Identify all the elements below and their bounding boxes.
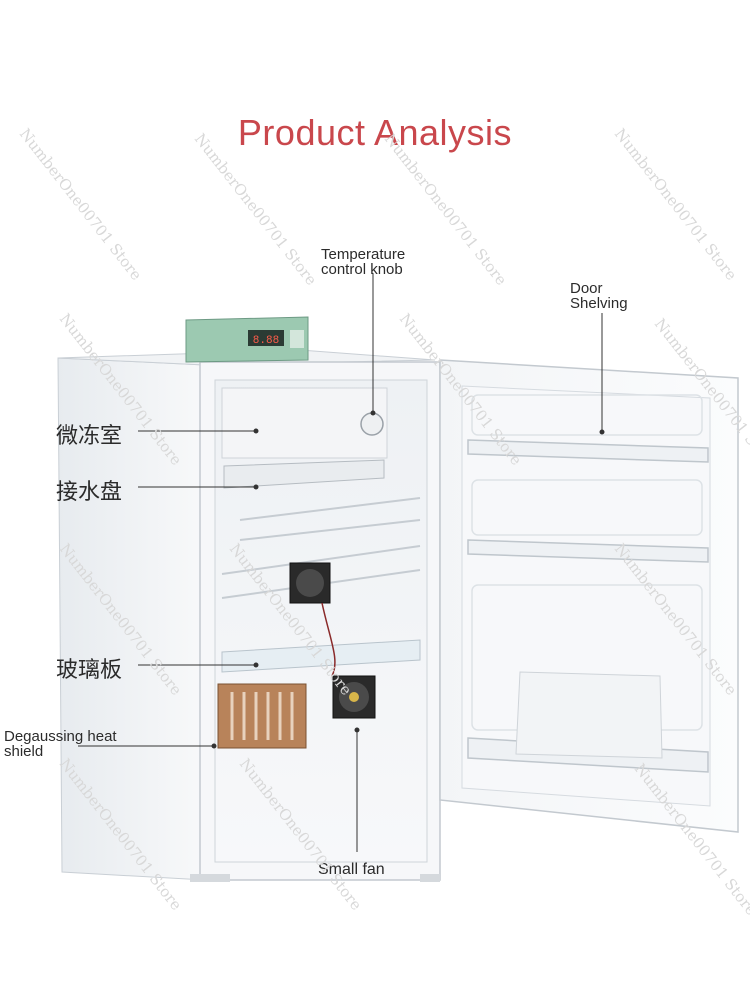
- label-door-shelving-line1: Door: [570, 280, 603, 297]
- accessory-bag: [515, 671, 663, 759]
- label-drip-tray: 接水盘: [56, 480, 123, 505]
- cabinet-interior: [214, 379, 428, 863]
- freezer-compartment: [221, 387, 388, 459]
- label-glass-shelf: 玻璃板: [56, 658, 123, 683]
- label-small-fan: Small fan: [318, 861, 385, 878]
- label-temperature-knob-line1: Temperature: [321, 246, 406, 263]
- label-degaussing-shield: Degaussing heat shield: [4, 729, 117, 759]
- controller-box: [185, 316, 309, 363]
- label-freezer: 微冻室: [56, 424, 123, 449]
- label-degaussing-line2: shield: [4, 743, 44, 760]
- label-temperature-knob: Temperature control knob: [321, 247, 405, 277]
- annotation-lines: [78, 273, 605, 852]
- label-door-shelving-line2: Shelving: [570, 295, 628, 312]
- label-temperature-knob-line2: control knob: [321, 261, 403, 278]
- drip-tray: [223, 459, 385, 489]
- page-title: Product Analysis: [237, 112, 513, 153]
- label-door-shelving: Door Shelving: [570, 281, 628, 311]
- controller-display: 8.88: [253, 335, 279, 347]
- temperature-knob: [360, 412, 384, 436]
- label-degaussing-line1: Degaussing heat: [4, 728, 117, 745]
